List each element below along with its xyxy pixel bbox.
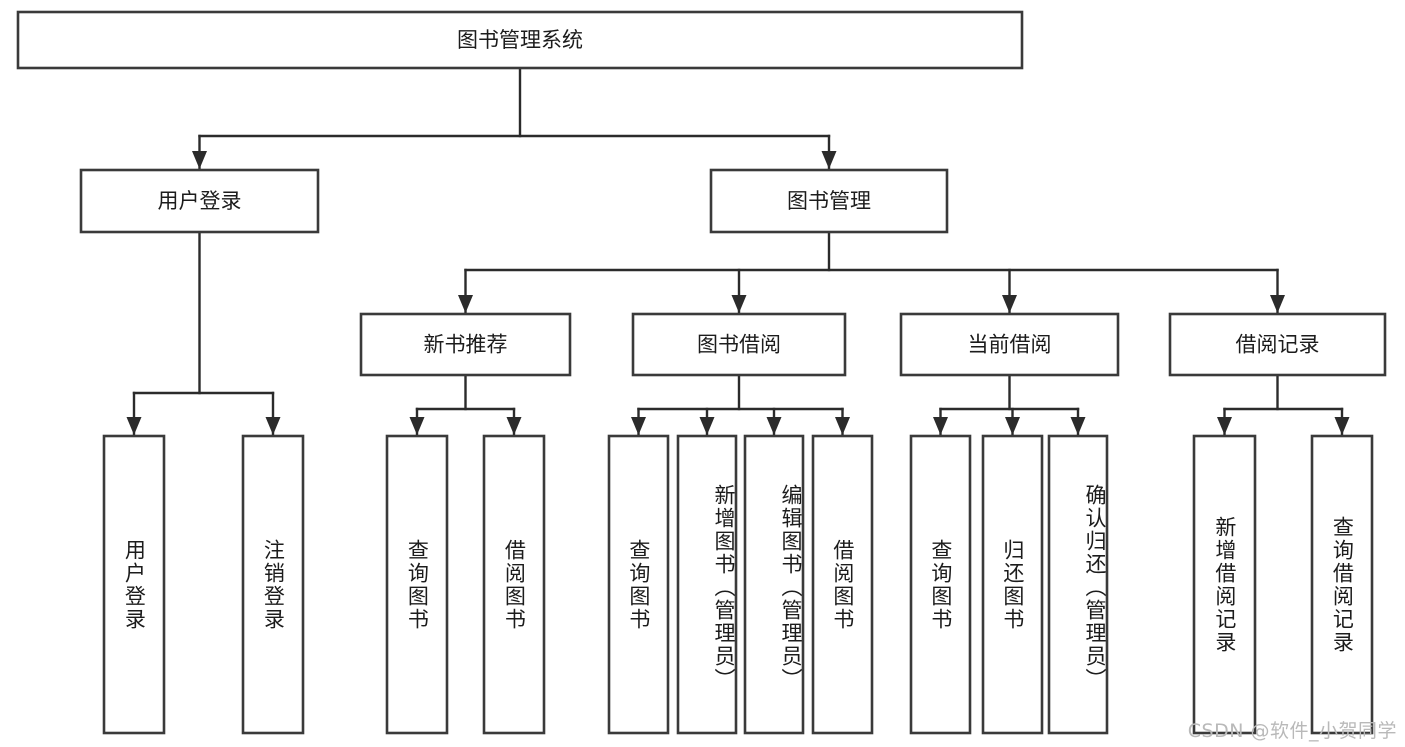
- node-label: 新书推荐: [424, 333, 508, 357]
- arrow-head: [506, 417, 522, 435]
- arrow-head: [933, 417, 948, 435]
- node-label: 图书管理系统: [457, 28, 583, 52]
- arrow-head: [1005, 417, 1020, 435]
- node-user-login[interactable]: 用户登录: [79, 168, 320, 234]
- node-box-rect: [241, 434, 305, 735]
- arrow-head: [699, 417, 715, 435]
- node-label: 图书管理: [787, 189, 871, 213]
- connectors-layer: [126, 66, 1350, 437]
- node-label: 当前借阅: [968, 333, 1052, 357]
- node-book-manage[interactable]: 图书管理: [709, 168, 949, 234]
- node-box-rect: [811, 434, 874, 735]
- node-box-rect: [1192, 434, 1257, 735]
- node-leaf-query-record[interactable]: [1310, 434, 1374, 735]
- node-box-rect: [981, 434, 1044, 735]
- node-box-rect: [1047, 434, 1109, 735]
- node-leaf-edit-book[interactable]: [743, 434, 805, 735]
- node-leaf-user-login[interactable]: [102, 434, 166, 735]
- node-box-rect: [743, 434, 805, 735]
- node-box-rect: [1168, 312, 1387, 377]
- node-box-rect: [16, 10, 1024, 70]
- arrow-head: [409, 417, 425, 435]
- node-box-rect: [607, 434, 670, 735]
- node-current-borrow[interactable]: 当前借阅: [899, 312, 1120, 377]
- node-new-book-rec[interactable]: 新书推荐: [359, 312, 572, 377]
- node-box-rect: [631, 312, 847, 377]
- node-leaf-return-book[interactable]: [981, 434, 1044, 735]
- node-leaf-borrow-book[interactable]: [811, 434, 874, 735]
- node-label: 用户登录: [158, 189, 242, 213]
- arrow-head: [1334, 417, 1350, 435]
- arrow-head: [1217, 417, 1232, 435]
- arrow-head: [265, 417, 281, 435]
- node-leaf-confirm-return[interactable]: [1047, 434, 1109, 735]
- node-box-rect: [899, 312, 1120, 377]
- arrow-head: [1070, 417, 1086, 435]
- node-box-rect: [909, 434, 972, 735]
- node-leaf-query-book-current[interactable]: [909, 434, 972, 735]
- node-leaf-logout[interactable]: [241, 434, 305, 735]
- arrow-head: [731, 295, 747, 313]
- arrow-head: [458, 295, 473, 313]
- node-box-rect: [1310, 434, 1374, 735]
- arrow-head: [192, 151, 207, 169]
- node-box-rect: [359, 312, 572, 377]
- arrow-head: [631, 417, 646, 435]
- arrow-head: [1002, 295, 1017, 313]
- node-leaf-query-book-borrow[interactable]: [607, 434, 670, 735]
- arrow-head: [766, 417, 782, 435]
- node-leaf-add-record[interactable]: [1192, 434, 1257, 735]
- arrow-head: [821, 151, 837, 169]
- node-root[interactable]: 图书管理系统: [16, 10, 1024, 70]
- arrow-head: [835, 417, 850, 435]
- watermark-text: CSDN @软件_小贺同学: [1187, 720, 1397, 742]
- node-label: 图书借阅: [697, 333, 781, 357]
- node-book-borrow[interactable]: 图书借阅: [631, 312, 847, 377]
- node-leaf-borrow-book-rec[interactable]: [482, 434, 546, 735]
- arrow-head: [1270, 295, 1285, 313]
- node-box-rect: [102, 434, 166, 735]
- node-box-rect: [385, 434, 449, 735]
- node-box-rect: [482, 434, 546, 735]
- arrow-head: [126, 417, 142, 435]
- node-leaf-query-book-rec[interactable]: [385, 434, 449, 735]
- node-label: 借阅记录: [1236, 333, 1320, 357]
- node-box-rect: [676, 434, 738, 735]
- node-borrow-record[interactable]: 借阅记录: [1168, 312, 1387, 377]
- node-box-rect: [709, 168, 949, 234]
- node-leaf-add-book[interactable]: [676, 434, 738, 735]
- node-box-rect: [79, 168, 320, 234]
